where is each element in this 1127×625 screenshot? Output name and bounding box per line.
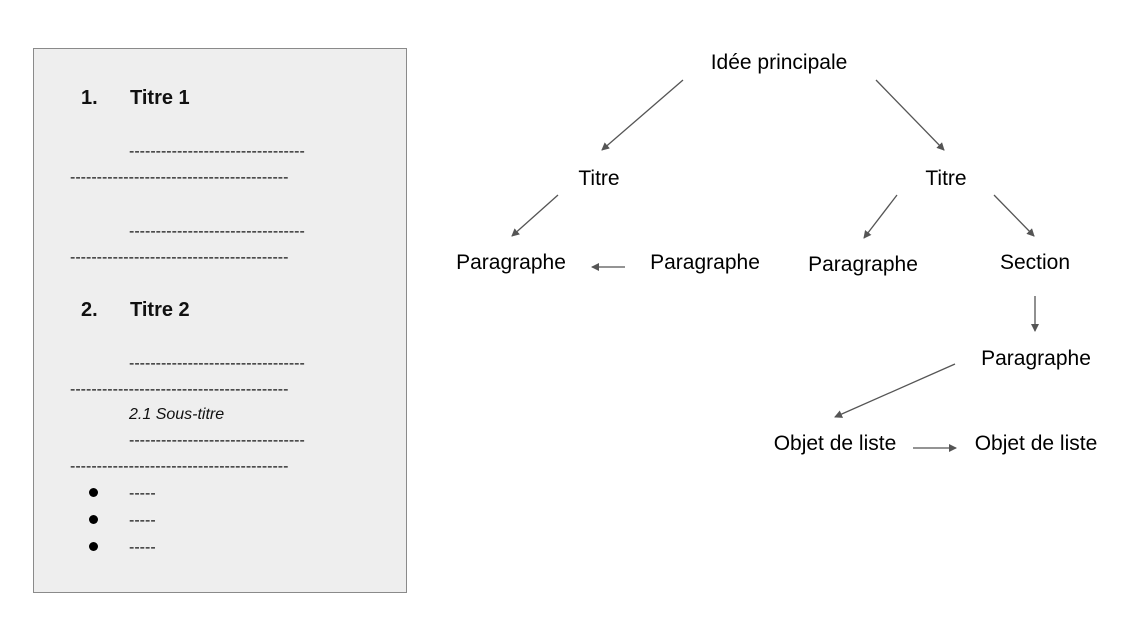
node-root: Idée principale [711,51,848,74]
node-paragraph-left-a: Paragraphe [456,251,566,274]
edge-para-to-list-item [834,363,956,418]
heading-2-number: 2. [81,299,98,321]
node-title-right: Titre [925,167,966,190]
node-section: Section [1000,251,1070,274]
full-dash-line: ----------------------------------------… [70,381,289,398]
indented-dash-line: --------------------------------- [129,432,305,449]
bullet-item: ----- [129,512,156,529]
bullet-item: ----- [129,485,156,502]
node-list-item-2: Objet de liste [975,432,1098,455]
nodes: Idée principale Titre Titre Paragraphe P… [456,51,1097,455]
node-title-left: Titre [578,167,619,190]
arrows [511,79,1039,452]
full-dash-line: ----------------------------------------… [70,249,289,266]
edge-title-right-to-para [863,194,898,239]
heading-1-number: 1. [81,87,98,109]
edge-title-right-to-section [993,194,1035,237]
indented-dash-line: --------------------------------- [129,355,305,372]
edge-title-left-to-para [511,194,559,237]
node-paragraph-left-b: Paragraphe [650,251,760,274]
node-paragraph-right: Paragraphe [808,253,918,276]
bullet-icon [89,542,98,551]
bullet-icon [89,515,98,524]
bullet-item: ----- [129,539,156,556]
subtitle: 2.1 Sous-titre [129,406,225,423]
document-outline-panel: 1. Titre 1 -----------------------------… [33,48,407,593]
bullet-icon [89,488,98,497]
heading-2-title: Titre 2 [130,299,190,321]
indented-dash-line: --------------------------------- [129,223,305,240]
full-dash-line: ----------------------------------------… [70,169,289,186]
heading-1-title: Titre 1 [130,87,190,109]
edge-root-to-title-right [875,79,945,151]
full-dash-line: ----------------------------------------… [70,458,289,475]
node-section-paragraph: Paragraphe [981,347,1091,370]
edge-root-to-title-left [601,79,684,151]
indented-dash-line: --------------------------------- [129,143,305,160]
node-list-item-1: Objet de liste [774,432,897,455]
